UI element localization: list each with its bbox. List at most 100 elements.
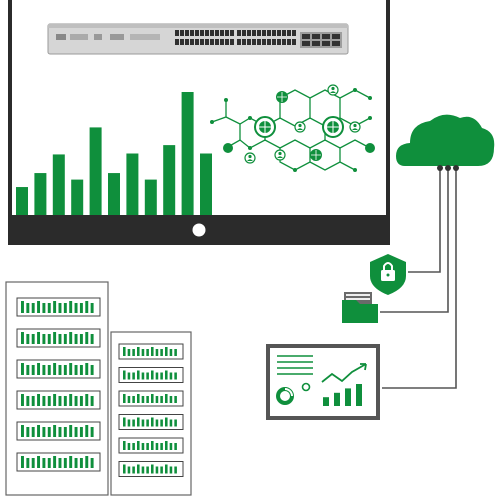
server-unit (118, 461, 184, 477)
server-led-bar (137, 464, 140, 474)
server-led-bar (123, 394, 126, 403)
server-led-bar (123, 347, 126, 356)
server-led-bar (26, 334, 30, 344)
server-led-bar (37, 301, 41, 313)
server-unit (16, 390, 101, 410)
switch-port (195, 30, 199, 36)
switch-port (180, 30, 184, 36)
globe-icon (276, 91, 288, 103)
server-led-bar (47, 427, 51, 437)
server-led-bar (137, 441, 140, 450)
switch-port (185, 30, 189, 36)
server-led-bar (69, 363, 73, 375)
switch-port (210, 39, 214, 45)
monitor-bar (52, 154, 65, 215)
switch-port (257, 39, 261, 45)
switch-port (282, 30, 286, 36)
folder-icon (342, 292, 378, 323)
server-led-bar (90, 427, 94, 437)
server-led-bar (141, 349, 145, 356)
server-led-bar (174, 396, 177, 403)
server-led-bar (165, 417, 168, 427)
server-led-bar (174, 349, 177, 356)
server-led-bar (155, 419, 159, 427)
server-led-bar (37, 332, 41, 344)
switch-port (267, 39, 271, 45)
server-led-bar (160, 396, 163, 403)
monitor-power-button[interactable] (192, 223, 206, 237)
monitor-bar (34, 173, 47, 215)
server-led-bar (155, 466, 159, 474)
server-led-bar (37, 456, 41, 468)
server-unit (16, 328, 101, 348)
server-unit (16, 359, 101, 379)
shield-lock-icon (370, 254, 406, 295)
switch-port (205, 30, 209, 36)
switch-port (225, 39, 229, 45)
server-led-bar (155, 372, 159, 380)
server-led-bar (31, 427, 35, 437)
server-led-bar (21, 301, 24, 313)
monitor-bar (108, 173, 120, 215)
monitor-bar (181, 92, 194, 215)
server-led-bar (74, 334, 78, 344)
server-led-bar (69, 394, 73, 406)
server-led-bar (85, 394, 89, 406)
server-led-bar (42, 396, 46, 406)
server-led-bar (74, 396, 78, 406)
server-led-bar (127, 419, 131, 427)
server-led-bar (53, 456, 57, 468)
server-led-bar (58, 458, 62, 468)
server-racks (5, 281, 192, 496)
switch-port (277, 39, 281, 45)
globe-icon (310, 149, 322, 161)
server-led-bar (169, 466, 173, 474)
server-led-bar (21, 456, 24, 468)
server-led-bar (132, 396, 135, 403)
user-icon (274, 149, 286, 161)
server-led-bar (26, 458, 30, 468)
switch-port (267, 30, 271, 36)
switch-port (252, 39, 256, 45)
switch-port (200, 39, 204, 45)
server-unit (16, 297, 101, 317)
server-led-bar (146, 349, 149, 356)
switch-port (175, 39, 179, 45)
server-led-bar (151, 417, 154, 427)
user-icon (294, 121, 306, 133)
server-led-bar (37, 394, 41, 406)
switch-port (230, 39, 234, 45)
server-led-bar (151, 464, 154, 474)
analytics-bar (334, 392, 340, 406)
server-unit (118, 390, 184, 407)
server-led-bar (31, 458, 35, 468)
switch-port (190, 30, 194, 36)
globe-icon (223, 143, 375, 153)
analytics-board (266, 344, 380, 420)
switch-port (175, 30, 179, 36)
server-led-bar (79, 334, 83, 344)
server-led-bar (127, 466, 131, 474)
server-unit (118, 343, 184, 360)
server-led-bar (42, 303, 46, 313)
server-led-bar (90, 334, 94, 344)
monitor-bar-chart (16, 92, 212, 215)
server-led-bar (137, 394, 140, 403)
switch-port (215, 39, 219, 45)
server-led-bar (137, 370, 140, 380)
server-led-bar (69, 301, 73, 313)
server-led-bar (42, 334, 46, 344)
switch-port (180, 39, 184, 45)
monitor-bar (200, 153, 212, 215)
server-led-bar (26, 427, 30, 437)
server-led-bar (123, 464, 126, 474)
server-led-bar (132, 466, 135, 474)
cloud-icon (396, 114, 495, 171)
switch-port (287, 39, 291, 45)
server-led-bar (90, 303, 94, 313)
user-icon (349, 121, 361, 133)
server-led-bar (74, 458, 78, 468)
network-switch (47, 23, 349, 55)
server-led-bar (165, 347, 168, 356)
